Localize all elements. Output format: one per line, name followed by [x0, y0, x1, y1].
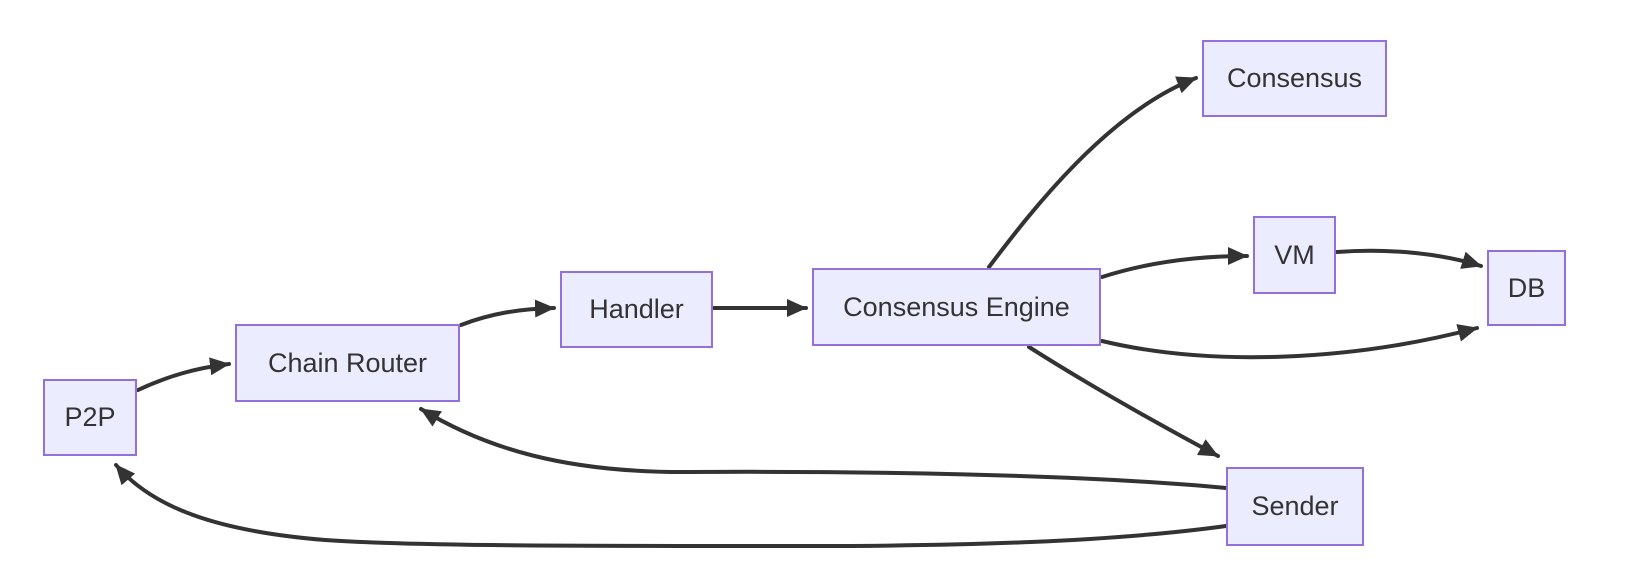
node-consensus-label: Consensus: [1226, 63, 1363, 93]
edge-consensus-engine-to-db: [1100, 324, 1479, 360]
edge-consensus-engine-to-vm: [1100, 247, 1249, 279]
edge-chain-router-to-handler: [459, 299, 556, 327]
node-consensus: Consensus: [1202, 40, 1387, 117]
edge-sender-to-p2p: [114, 463, 1228, 549]
node-chain-router-label: Chain Router: [267, 347, 428, 378]
node-handler-label: Handler: [589, 294, 684, 324]
node-consensus-engine-label: Consensus Engine: [843, 291, 1070, 322]
edge-consensus-engine-to-sender: [1027, 345, 1220, 458]
node-vm: VM: [1253, 216, 1336, 294]
node-p2p-label: P2P: [64, 402, 116, 432]
edge-vm-to-db: [1335, 248, 1483, 269]
edge-consensus-engine-to-consensus: [987, 76, 1198, 269]
node-db: DB: [1487, 250, 1566, 326]
node-p2p: P2P: [43, 379, 137, 456]
node-vm-label: VM: [1274, 239, 1315, 270]
edge-sender-to-chain-router: [419, 407, 1228, 490]
node-sender: Sender: [1226, 467, 1364, 546]
node-sender-label: Sender: [1251, 491, 1339, 521]
node-chain-router: Chain Router: [235, 324, 460, 402]
node-consensus-engine: Consensus Engine: [812, 268, 1101, 346]
node-handler: Handler: [560, 271, 713, 348]
edge-p2p-to-chain-router: [136, 357, 231, 392]
node-db-label: DB: [1507, 272, 1546, 303]
